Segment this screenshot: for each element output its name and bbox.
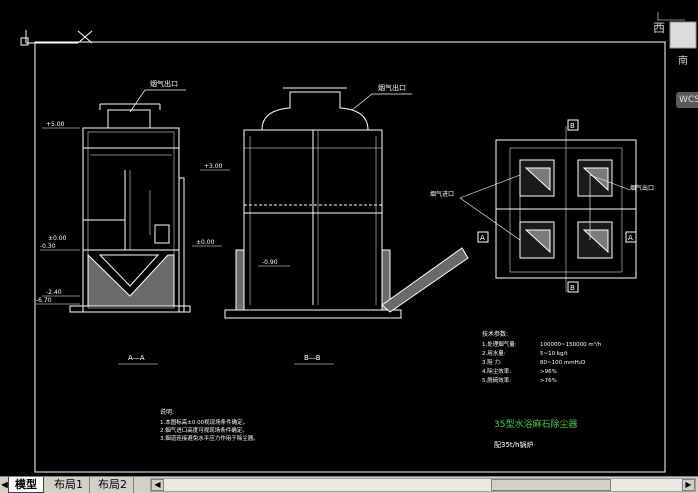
svg-text:>76%: >76% bbox=[540, 378, 557, 384]
svg-text:5~10 kg/t: 5~10 kg/t bbox=[540, 351, 568, 357]
tab-layout2[interactable]: 布局2 bbox=[92, 477, 134, 493]
horizontal-scrollbar[interactable]: ◀ ▶ bbox=[150, 478, 696, 492]
tab-nav-arrows-icon[interactable]: ◀▶ bbox=[1, 478, 13, 492]
tab-layout1[interactable]: 布局1 bbox=[48, 477, 90, 493]
svg-text:5.脱硫效率:: 5.脱硫效率: bbox=[482, 376, 511, 384]
mark-b-bottom: B bbox=[570, 284, 575, 292]
svg-text:2.用水量:: 2.用水量: bbox=[482, 349, 506, 357]
viewcube-below-label: 南 bbox=[678, 54, 688, 67]
elev-240: -2.40 bbox=[46, 289, 62, 296]
tech-table: 1.处理烟气量: 100000~150000 m³/h 2.用水量: 5~10 kg… bbox=[482, 340, 602, 384]
elev-000: ±0.00 bbox=[196, 239, 215, 246]
mark-b-top: B bbox=[570, 122, 575, 130]
notes-line-3: 3.烟道连接避免水平应力作用于除尘器。 bbox=[160, 434, 259, 442]
viewcube[interactable]: 西 南 bbox=[648, 16, 698, 68]
elev-670: -6.70 bbox=[36, 297, 52, 304]
svg-text:80~100 mmH₂O: 80~100 mmH₂O bbox=[540, 360, 586, 366]
cad-drawing[interactable]: 烟气出口 +5.00 +3.00 ±0.00 -0.30 ±0.00 -2.40… bbox=[0, 0, 698, 476]
viewcube-face[interactable] bbox=[669, 21, 697, 49]
label-flue-inlet-right: 烟气进口 bbox=[430, 190, 454, 198]
elev-150: ±0.00 bbox=[48, 235, 67, 242]
elev-300: +3.00 bbox=[204, 163, 223, 170]
section-a-a bbox=[69, 89, 191, 313]
mark-a-right: A bbox=[628, 234, 633, 242]
svg-text:>96%: >96% bbox=[540, 369, 557, 375]
mark-a-left: A bbox=[480, 234, 485, 242]
svg-text:1.处理烟气量:: 1.处理烟气量: bbox=[482, 340, 517, 348]
wcs-menu-button[interactable]: WCS bbox=[676, 92, 698, 108]
elev-030: -0.30 bbox=[40, 243, 56, 250]
scroll-right-icon[interactable]: ▶ bbox=[682, 479, 695, 491]
svg-text:3.阻 力:: 3.阻 力: bbox=[482, 358, 502, 366]
elev-090: -0.90 bbox=[262, 259, 278, 266]
svg-text:100000~150000 m³/h: 100000~150000 m³/h bbox=[540, 341, 602, 348]
svg-text:4.除尘效率:: 4.除尘效率: bbox=[482, 367, 511, 375]
scroll-thumb[interactable] bbox=[491, 479, 611, 491]
notes-heading: 说明: bbox=[160, 408, 174, 416]
drawing-canvas[interactable]: 烟气出口 +5.00 +3.00 ±0.00 -0.30 ±0.00 -2.40… bbox=[0, 0, 698, 476]
ucs-icon bbox=[20, 30, 93, 46]
label-flue-outlet-left: 烟气出口 bbox=[150, 79, 178, 88]
notes-line-2: 2.烟气进口高度可视现场条件确定。 bbox=[160, 426, 248, 434]
scroll-left-icon[interactable]: ◀ bbox=[151, 479, 164, 491]
plan-view bbox=[459, 119, 637, 293]
section-b-b bbox=[224, 87, 469, 319]
viewcube-face-label: 西 bbox=[653, 21, 665, 35]
notes-line-1: 1.本图标高±0.00视现场条件确定。 bbox=[160, 418, 248, 426]
section-a-a-title: A—A bbox=[128, 354, 145, 362]
layout-tab-bar: ◀▶ 模型 布局1 布局2 ◀ ▶ bbox=[0, 476, 698, 493]
drawing-subtitle: 配35t/h锅炉 bbox=[494, 440, 533, 449]
viewport-corner bbox=[657, 12, 685, 21]
drawing-title: 35型水浴麻石除尘器 bbox=[494, 418, 577, 430]
section-b-b-title: B—B bbox=[304, 354, 321, 362]
label-flue-outlet-right: 烟气出口 bbox=[630, 184, 654, 192]
tech-heading: 技术参数: bbox=[482, 330, 508, 338]
elev-500: +5.00 bbox=[46, 121, 65, 128]
label-flue-outlet-mid: 烟气出口 bbox=[378, 83, 406, 92]
tab-model[interactable]: 模型 bbox=[8, 477, 44, 493]
